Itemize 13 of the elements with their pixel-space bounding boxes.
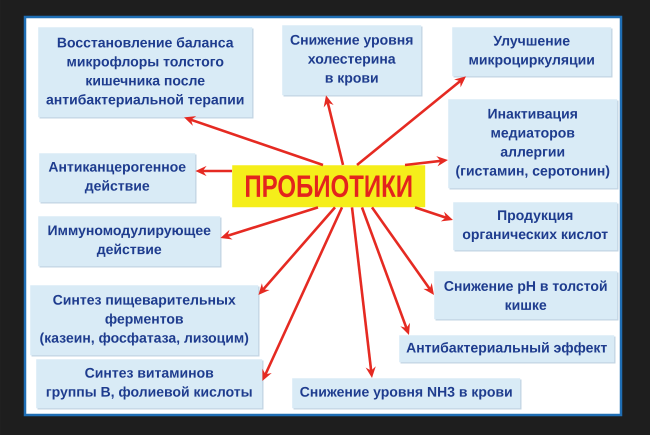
text-box: Синтез витаминов группы В, фолиевой кислоты [36, 359, 264, 410]
text-box: Снижение pH в толстой кишке [434, 271, 618, 320]
text-box: Синтез пищеварительных ферментов (казеин, фосфатаза, лизоцим) [30, 285, 260, 356]
text-box: Улучшение микроциркуляции [452, 27, 612, 78]
text-box: Снижение уровня холестерина в крови [282, 25, 422, 96]
text-box: Инактивация медиаторов аллергии (гистамин, серотонин) [448, 99, 618, 190]
text-box: Антибактериальный эффект [399, 335, 616, 364]
text-box: Снижение уровня NH3 в крови [292, 378, 522, 410]
text-box: Восстановление баланса микрофлоры толстого кишечника после антибактериальной терапии [38, 27, 254, 118]
text-box: Антиканцерогенное действие [39, 153, 196, 204]
text-box: Иммуномодулирующее действие [38, 216, 222, 268]
central-box: ПРОБИОТИКИ [232, 165, 426, 208]
text-box: Продукция органических кислот [453, 202, 618, 252]
